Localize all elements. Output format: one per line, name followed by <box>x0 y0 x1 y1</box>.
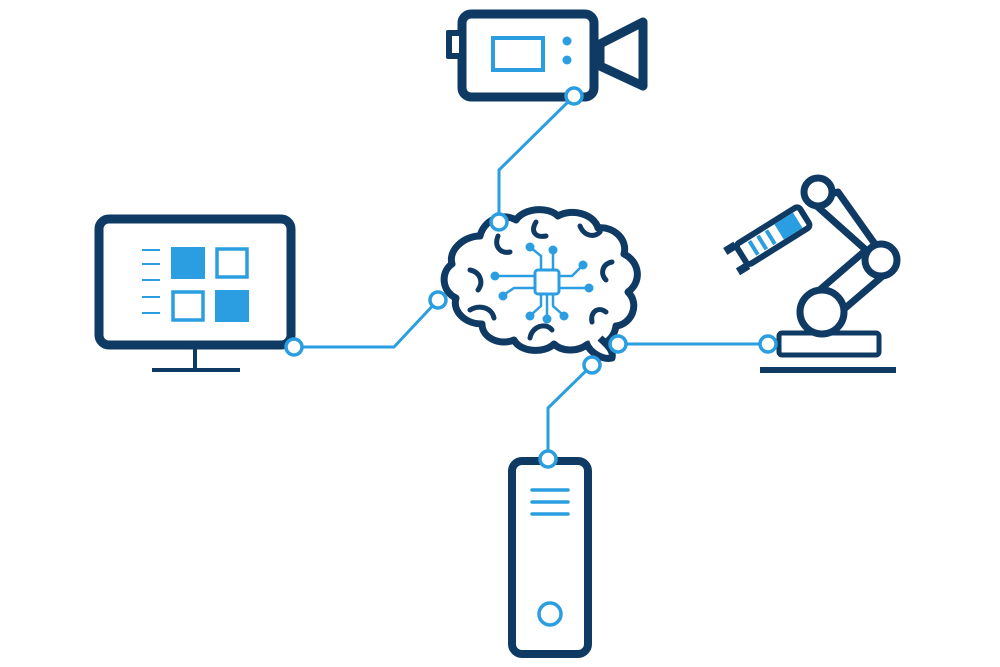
robot-arm-icon <box>723 174 901 373</box>
connector-node-camera <box>564 86 584 106</box>
connector-node-brain-bottom <box>582 355 602 375</box>
connector-node-monitor <box>284 337 304 357</box>
connector-node-robot-arm <box>758 334 778 354</box>
video-camera-icon <box>446 9 648 102</box>
brain-icon <box>440 206 641 362</box>
connector-node-server <box>538 449 558 469</box>
monitor-icon <box>94 214 296 372</box>
connection-brain-server <box>546 363 594 461</box>
server-tower-icon <box>508 457 592 658</box>
connector-node-brain-left <box>428 290 448 310</box>
connection-brain-camera <box>497 94 576 224</box>
connector-node-brain-right <box>608 334 628 354</box>
connector-node-brain-top <box>489 212 509 232</box>
connection-brain-monitor <box>292 298 440 349</box>
